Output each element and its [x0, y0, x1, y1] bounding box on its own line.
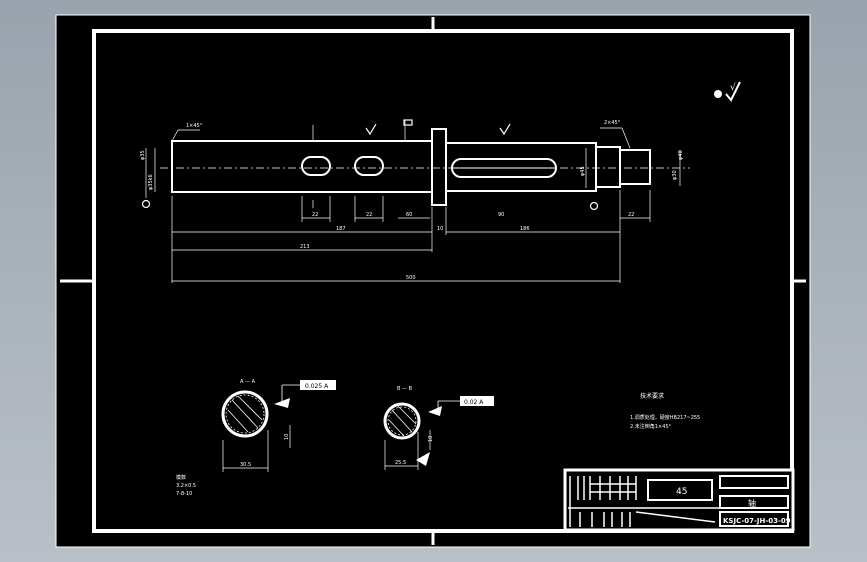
section-a-dim: 10 [284, 434, 290, 440]
section-b-label: B — B [397, 386, 413, 392]
bottom-left-note: 模数 3.2×0.5 7-8-10 [176, 474, 196, 497]
shaft-roughness-marks [365, 119, 511, 136]
dim-len-total2: 500 [406, 275, 416, 281]
surface-roughness-symbol: √ [714, 81, 741, 102]
shaft-main-view [171, 128, 651, 206]
note-line3: 7-8-10 [176, 491, 192, 497]
datum-marker-right [589, 201, 599, 211]
dim-len-f: 90 [498, 212, 504, 218]
technical-requirements: 技术要求 1.调质处理，硬度HB217~255 2.未注倒角1×45° [630, 392, 700, 430]
dim-len-b: 187 [336, 226, 346, 232]
dim-dia-right: φ40 [678, 150, 684, 160]
dim-len-a: 22 [312, 212, 318, 218]
title-block-drawing-number: KSJC-07-JH-03-09 [723, 517, 791, 525]
section-a-label: A — A [240, 379, 256, 385]
section-b-dim2: 25.5 [395, 460, 406, 466]
dim-len-e: 10 [437, 226, 443, 232]
dim-len-g: 186 [520, 226, 530, 232]
dim-chamfer-left: 1×45° [186, 123, 203, 129]
section-b-tolerance: 0.02 A [464, 399, 484, 406]
note-line2: 3.2×0.5 [176, 483, 196, 489]
section-a-dim2: 30.5 [240, 462, 251, 468]
section-b-b: B — B 0.02 A 25.5 10 [383, 386, 494, 470]
dimension-texts: 1×45° 2×45° φ35 φ35k6 φ45 φ40 φ30 22 187… [140, 120, 684, 281]
dim-chamfer-right: 2×45° [604, 120, 621, 126]
tech-req-line1: 1.调质处理，硬度HB217~255 [630, 414, 700, 421]
dim-len-h: 22 [628, 212, 634, 218]
dim-len-c: 22 [366, 212, 372, 218]
datum-marker-left [141, 199, 151, 209]
center-marks [60, 17, 806, 545]
tech-req-line2: 2.未注倒角1×45° [630, 423, 672, 430]
dimension-lines [145, 120, 681, 283]
section-a-a: A — A 0.025 A 30.5 10 [221, 379, 336, 472]
section-a-tolerance: 0.025 A [305, 383, 329, 390]
dim-len-total1: 213 [300, 244, 310, 250]
note-line1: 模数 [176, 474, 186, 481]
dim-dia-mid: φ45 [580, 166, 586, 176]
tech-req-title: 技术要求 [640, 392, 664, 400]
title-block: 45 轴 KSJC-07-JH-03-09 [563, 468, 795, 532]
roughness-mark: √ [730, 82, 736, 93]
dim-dia-left2: φ35k6 [148, 174, 154, 190]
dim-dia-right2: φ30 [672, 170, 678, 180]
dim-dia-left: φ35 [140, 150, 146, 160]
title-block-part-name: 轴 [748, 498, 756, 508]
section-b-dim: 10 [428, 436, 434, 442]
dim-len-d: 60 [406, 212, 412, 218]
title-block-material: 45 [676, 487, 687, 497]
